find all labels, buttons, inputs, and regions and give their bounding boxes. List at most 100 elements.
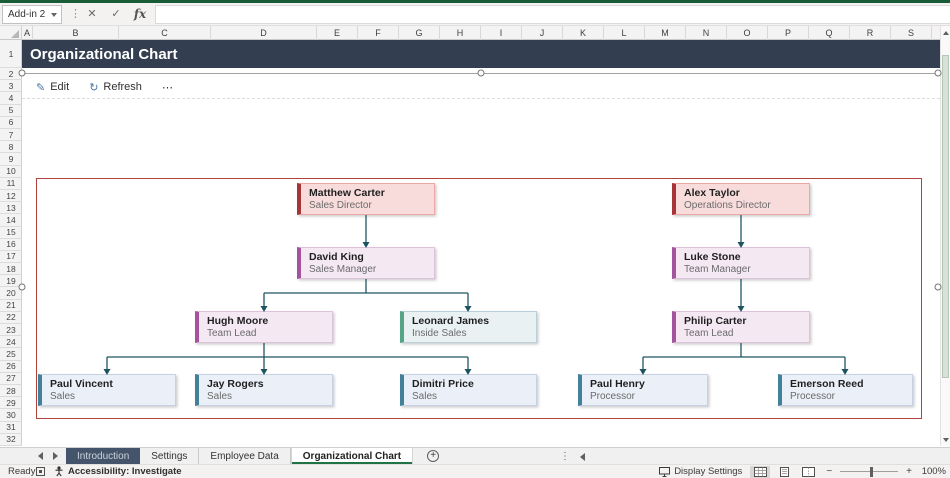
row-header-4[interactable]: 4 [0, 92, 22, 105]
formula-input[interactable] [155, 5, 950, 24]
more-options-button[interactable]: ⋯ [162, 81, 173, 94]
row-header-22[interactable]: 22 [0, 312, 22, 325]
title-cell[interactable]: Organizational Chart [22, 40, 940, 68]
sheet-tab-employee-data[interactable]: Employee Data [199, 448, 291, 464]
row-header-29[interactable]: 29 [0, 397, 22, 410]
column-header-N[interactable]: N [686, 26, 727, 40]
row-header-12[interactable]: 12 [0, 190, 22, 203]
row-header-20[interactable]: 20 [0, 287, 22, 300]
normal-view-button[interactable] [750, 465, 771, 478]
row-header-13[interactable]: 13 [0, 202, 22, 215]
tab-scroll-left-icon[interactable] [38, 452, 43, 460]
h-scroll-left-icon[interactable] [580, 452, 585, 461]
macro-record-icon[interactable] [36, 467, 45, 476]
row-header-21[interactable]: 21 [0, 300, 22, 312]
row-header-28[interactable]: 28 [0, 385, 22, 398]
sheet-tab-settings[interactable]: Settings [140, 448, 200, 464]
row-header-32[interactable]: 32 [0, 434, 22, 446]
column-header-Q[interactable]: Q [809, 26, 850, 40]
row-header-18[interactable]: 18 [0, 263, 22, 276]
row-header-26[interactable]: 26 [0, 361, 22, 373]
enter-icon[interactable]: ✓ [106, 5, 126, 24]
scroll-up-icon[interactable] [941, 27, 950, 38]
tab-splitter-icon[interactable]: ⋮ [560, 451, 570, 462]
tab-scroll-right-icon[interactable] [53, 452, 58, 460]
scroll-down-icon[interactable] [941, 434, 950, 445]
resize-handle-top-right[interactable] [934, 69, 942, 77]
zoom-out-button[interactable]: − [826, 466, 833, 477]
zoom-slider-thumb[interactable] [870, 466, 874, 477]
row-header-14[interactable]: 14 [0, 214, 22, 227]
row-header-1[interactable]: 1 [0, 40, 22, 68]
page-break-view-button[interactable] [798, 466, 818, 478]
zoom-slider[interactable] [840, 466, 899, 477]
display-settings-button[interactable]: Display Settings [659, 466, 742, 477]
column-header-A[interactable]: A [22, 26, 33, 40]
row-header-24[interactable]: 24 [0, 336, 22, 349]
resize-handle-mid-right[interactable] [934, 283, 942, 291]
column-header-I[interactable]: I [481, 26, 522, 40]
column-header-M[interactable]: M [645, 26, 686, 40]
row-header-6[interactable]: 6 [0, 117, 22, 129]
row-header-19[interactable]: 19 [0, 275, 22, 288]
row-header-8[interactable]: 8 [0, 141, 22, 154]
column-header-O[interactable]: O [727, 26, 768, 40]
column-header-D[interactable]: D [211, 26, 317, 40]
refresh-button[interactable]: ↻ Refresh [89, 81, 142, 94]
column-header-G[interactable]: G [399, 26, 440, 40]
row-header-16[interactable]: 16 [0, 239, 22, 251]
sheet-tab-organizational-chart[interactable]: Organizational Chart [290, 448, 414, 464]
row-header-15[interactable]: 15 [0, 227, 22, 239]
name-box-splitter[interactable]: ⋮ [70, 8, 81, 20]
column-header-C[interactable]: C [119, 26, 211, 40]
row-header-17[interactable]: 17 [0, 251, 22, 264]
row-header-30[interactable]: 30 [0, 409, 22, 422]
page-layout-view-button[interactable] [774, 466, 794, 478]
row-header-11[interactable]: 11 [0, 178, 22, 190]
zoom-level[interactable]: 100% [921, 466, 946, 477]
row-header-23[interactable]: 23 [0, 324, 22, 337]
column-header-K[interactable]: K [563, 26, 604, 40]
insert-function-icon[interactable]: fx [130, 5, 150, 24]
row-header-2[interactable]: 2 [0, 68, 22, 81]
column-header-J[interactable]: J [522, 26, 563, 40]
column-header-E[interactable]: E [317, 26, 358, 40]
column-header-S[interactable]: S [891, 26, 932, 40]
zoom-in-button[interactable]: + [906, 466, 912, 477]
resize-handle-top-left[interactable] [18, 69, 26, 77]
accessibility-status[interactable]: Accessibility: Investigate [54, 466, 182, 477]
column-header-B[interactable]: B [33, 26, 119, 40]
row-header-31[interactable]: 31 [0, 422, 22, 434]
column-header-P[interactable]: P [768, 26, 809, 40]
sheet-tab-introduction[interactable]: Introduction [66, 448, 141, 464]
row-header-25[interactable]: 25 [0, 348, 22, 361]
cancel-icon[interactable]: ✕ [82, 5, 102, 24]
row-header-3[interactable]: 3 [0, 80, 22, 93]
row-header-27[interactable]: 27 [0, 373, 22, 386]
row-header-7[interactable]: 7 [0, 129, 22, 142]
column-header-L[interactable]: L [604, 26, 645, 40]
row-header-9[interactable]: 9 [0, 153, 22, 166]
name-box[interactable]: Add-in 2 [2, 5, 62, 24]
select-all-corner[interactable] [0, 26, 22, 40]
vertical-scrollbar[interactable] [940, 26, 950, 446]
vertical-scrollbar-thumb[interactable] [942, 55, 949, 378]
edit-button[interactable]: ✎ Edit [36, 81, 69, 94]
column-header-F[interactable]: F [358, 26, 399, 40]
resize-handle-top-center[interactable] [477, 69, 485, 77]
row-header-5[interactable]: 5 [0, 105, 22, 117]
column-header-H[interactable]: H [440, 26, 481, 40]
column-header-R[interactable]: R [850, 26, 891, 40]
